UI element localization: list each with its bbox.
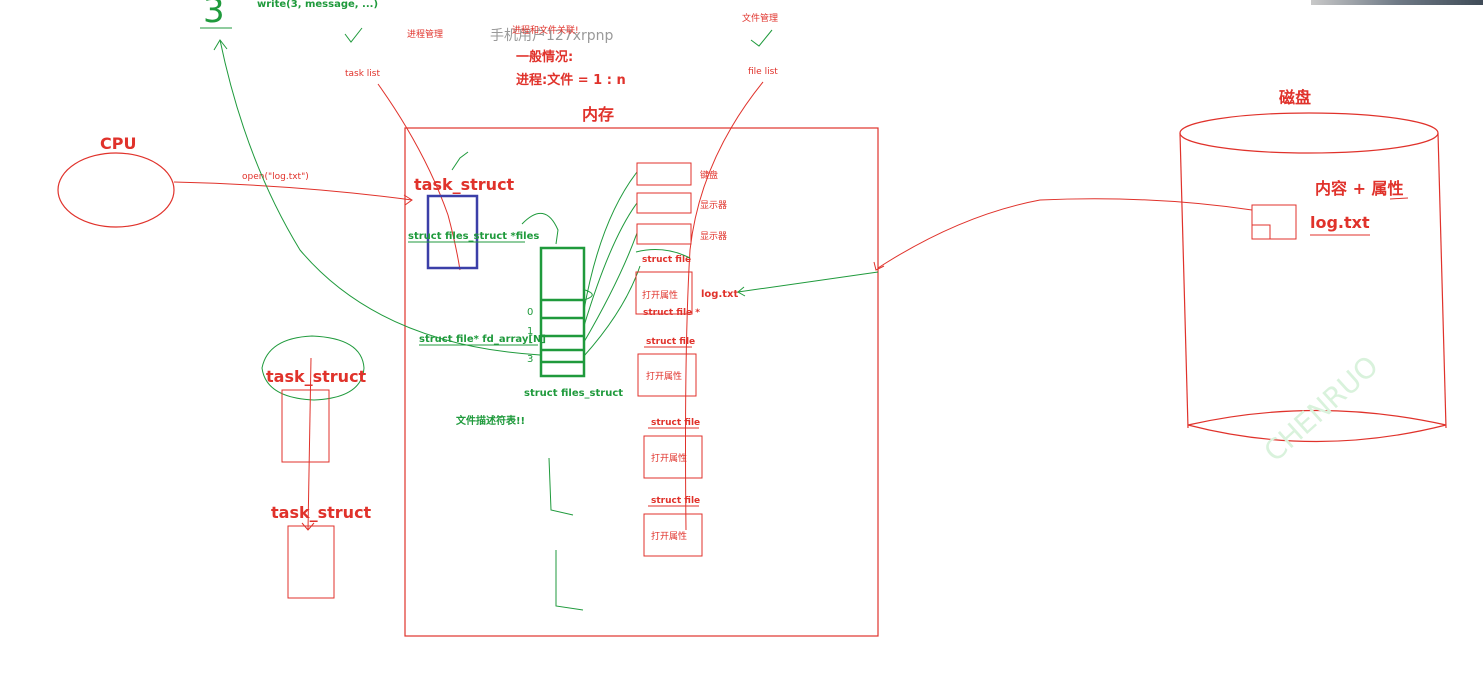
fd-table-label: 文件描述符表!!: [456, 414, 525, 427]
file-list-line: [685, 81, 764, 531]
task-struct-2-box: [281, 389, 330, 463]
struct-file-3-label: struct file: [651, 418, 700, 428]
display2-box: [636, 223, 692, 245]
struct-file-ptr-label: struct file *: [643, 308, 700, 318]
struct-file-2-box: [637, 353, 697, 397]
struct-file-4-label: struct file: [651, 496, 700, 506]
task-list-line: [377, 83, 461, 271]
task-struct-main-label: task_struct: [414, 175, 515, 194]
ratio-label: 进程:文件 = 1 : n: [516, 72, 626, 88]
cpu-ellipse: [57, 152, 175, 228]
files-ptr-arrow: [521, 213, 559, 245]
file-list-label: file list: [748, 67, 778, 77]
open-attr-1-label: 打开属性: [642, 289, 678, 301]
proc-file-relation: 进程和文件关联!: [512, 24, 579, 36]
fd-index-3: 3: [527, 354, 533, 365]
display1-box: [636, 192, 692, 214]
keyboard-label: 键盘: [700, 169, 718, 181]
struct-file-3-box: [643, 435, 703, 479]
open-attr-3-label: 打开属性: [651, 452, 687, 464]
keyboard-box: [636, 162, 692, 186]
struct-file-1-box: [635, 271, 693, 315]
memory-to-logtxt-line: [737, 271, 879, 293]
open-call-label: open("log.txt"): [242, 172, 309, 182]
fd3-to-write-curve: [219, 39, 541, 356]
task-list-label: task list: [345, 69, 380, 79]
content-attr-label: 内容 + 属性: [1315, 179, 1404, 198]
fd-array-label: struct file* fd_array[N]: [419, 334, 546, 345]
task-struct-main-box: [426, 194, 479, 270]
disk-log-txt: log.txt: [1310, 213, 1370, 232]
cpu-label: CPU: [100, 134, 136, 153]
open-attr-4-label: 打开属性: [651, 530, 687, 542]
corner-thumbnail: [1311, 0, 1483, 5]
open-attr-2-label: 打开属性: [646, 370, 682, 382]
fd-index-1: 1: [527, 326, 533, 337]
memory-box: [404, 127, 879, 637]
log-txt-arrow-label: log.txt: [701, 289, 738, 300]
write-call-label: write(3, message, ...): [257, 0, 378, 10]
general-case-label: 一般情况:: [516, 49, 573, 65]
task-struct-2-label: task_struct: [266, 367, 367, 386]
disk-file-icon: [1251, 204, 1297, 240]
file-mgmt-label: 文件管理: [742, 12, 778, 24]
watermark-diagonal: CHENRUO: [1258, 349, 1385, 468]
task-struct-2-circle: [261, 335, 365, 401]
disk-label: 磁盘: [1279, 88, 1311, 107]
cpu-to-task-line: [173, 181, 413, 201]
struct-file-2-label: struct file: [646, 337, 695, 347]
files-struct-label: struct files_struct: [524, 388, 623, 399]
task-struct-3-box: [287, 525, 335, 599]
display2-label: 显示器: [700, 231, 727, 242]
fd-to-file-lines: [583, 171, 641, 357]
memory-label: 内存: [582, 105, 614, 124]
task-struct-3-label: task_struct: [271, 503, 372, 522]
process-mgmt-label: 进程管理: [407, 28, 443, 40]
disk-cylinder: [1179, 112, 1447, 443]
fd-index-0: 0: [527, 307, 533, 318]
struct-file-4-box: [643, 513, 703, 557]
watermark-user: 手机用户127xrpnp: [490, 27, 614, 44]
fd-array-box: [539, 246, 586, 378]
struct-file-1-label: struct file: [642, 255, 691, 265]
files-ptr-label: struct files_struct *files: [408, 231, 539, 242]
big-3-scribble: 3: [203, 0, 225, 31]
display1-label: 显示器: [700, 200, 727, 211]
disk-to-memory-line: [877, 198, 1253, 269]
